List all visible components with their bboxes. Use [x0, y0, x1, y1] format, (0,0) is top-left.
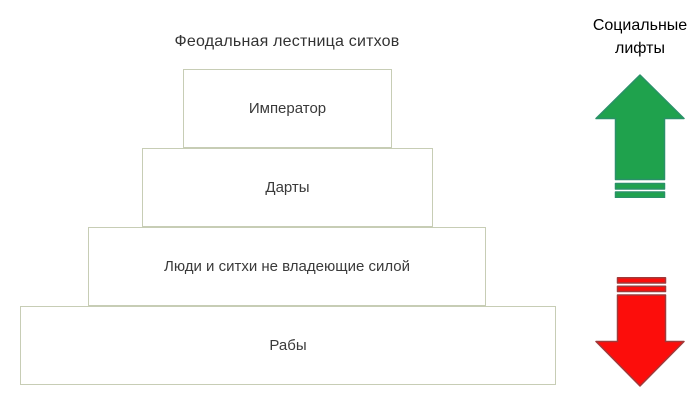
arrow-down-body [595, 294, 685, 387]
pyramid-level-slaves: Рабы [20, 306, 556, 385]
diagram-title: Феодальная лестница ситхов [174, 33, 400, 50]
arrow-up-stripe-1 [614, 182, 666, 190]
striped-arrow-up-icon [595, 74, 685, 198]
striped-arrow-down-icon [595, 277, 685, 387]
arrow-up-body [595, 74, 685, 181]
arrow-up-stripe-2 [614, 191, 666, 198]
pyramid-level-label: Дарты [265, 179, 310, 196]
arrow-down-stripe-2 [616, 285, 667, 293]
pyramid-level-label: Император [248, 100, 327, 117]
pyramid-level-emperor: Император [183, 69, 392, 148]
pyramid-level-forceless: Люди и ситхи не владеющие силой [88, 227, 486, 306]
pyramid-level-label: Люди и ситхи не владеющие силой [163, 258, 410, 275]
social-lifts-label: Социальные лифты [592, 17, 688, 58]
arrow-down-stripe-1 [616, 277, 667, 284]
pyramid-level-label: Рабы [269, 337, 307, 354]
pyramid-level-darths: Дарты [142, 148, 433, 227]
